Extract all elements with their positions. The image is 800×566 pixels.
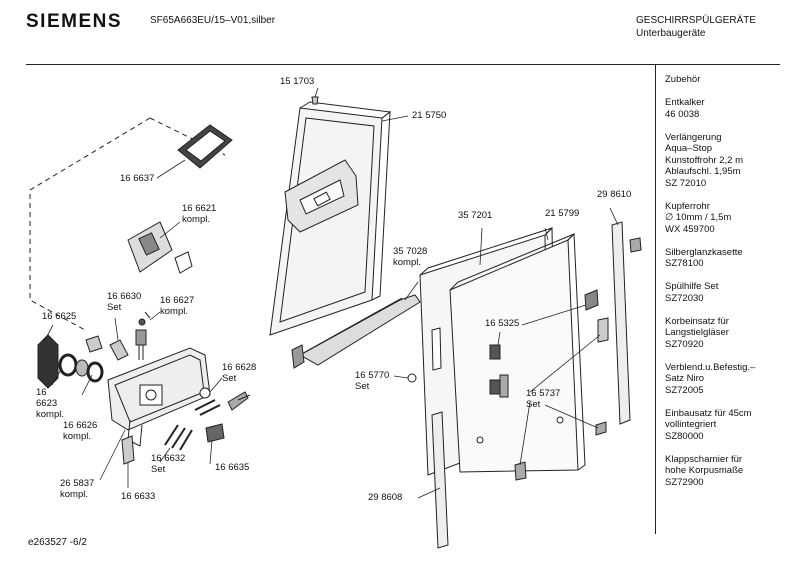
sidebar-divider	[655, 64, 656, 534]
part-label-357201: 35 7201	[458, 210, 493, 221]
part-label-166633: 16 6633	[121, 491, 156, 502]
part-label-165770: 16 5770 Set	[355, 370, 390, 392]
category-title: GESCHIRRSPÜLGERÄTE	[636, 15, 757, 26]
dispenser-cover	[127, 221, 193, 274]
part-label-166623: 16 6623 kompl.	[36, 387, 64, 420]
part-label-166632: 16 6632 Set	[151, 453, 186, 475]
dashed-assembly-outline	[29, 117, 226, 331]
part-label-215750: 21 5750	[412, 110, 447, 121]
part-label-166621: 16 6621 kompl.	[182, 203, 217, 225]
microswitch-part	[205, 423, 225, 443]
part-label-166630: 16 6630 Set	[107, 291, 142, 313]
small-parts-set	[109, 311, 151, 361]
part-label-166625: 16 6625	[42, 311, 77, 322]
part-label-166626: 16 6626 kompl.	[63, 420, 98, 442]
hinge-clip	[514, 461, 527, 481]
float-assembly	[37, 334, 104, 389]
sidebar-item-kupferrohr: Kupferrohr ∅ 10mm / 1,5m WX 459700	[665, 200, 732, 235]
gasket-frame	[177, 124, 233, 169]
screw-head	[407, 373, 417, 383]
side-trim-strip-left	[431, 411, 449, 549]
part-label-166637: 16 6637	[120, 173, 155, 184]
pin-set	[164, 424, 193, 451]
brand-logo: SIEMENS	[26, 11, 123, 32]
sidebar-item-verblend: Verblend.u.Befestig.– Satz Niro SZ72005	[665, 361, 756, 396]
sidebar-item-silberglanzkasette: Silberglanzkasette SZ78100	[665, 246, 743, 270]
accessories-sidebar: Zubehör Entkalker 46 0038 Verlängerung A…	[665, 74, 790, 500]
part-label-298610: 29 8610	[597, 189, 632, 200]
clip-part	[121, 435, 135, 465]
sidebar-item-klappscharnier: Klappscharnier für hohe Korpusmaße SZ729…	[665, 453, 744, 488]
part-label-166635: 16 6635	[215, 462, 250, 473]
part-label-151703: 15 1703	[280, 76, 315, 87]
sidebar-item-korbeinsatz: Korbeinsatz für Langstielgläser SZ70920	[665, 315, 729, 350]
part-label-357028: 35 7028 kompl.	[393, 246, 428, 268]
header-divider	[26, 64, 780, 65]
hinge-rail	[291, 294, 421, 369]
sidebar-item-spuelhilfe: Spülhilfe Set SZ72030	[665, 281, 719, 304]
part-label-298608: 29 8608	[368, 492, 403, 503]
sidebar-item-header: Zubehör	[665, 74, 701, 85]
part-label-165737: 16 5737 Set	[526, 388, 561, 410]
sidebar-item-einbausatz: Einbausatz für 45cm vollintegriert SZ800…	[665, 407, 752, 442]
lever-set	[194, 387, 251, 416]
part-label-265837: 26 5837 kompl.	[60, 478, 95, 500]
category-subtitle: Unterbaugeräte	[636, 28, 706, 39]
decor-panel	[449, 232, 599, 473]
part-label-166623-text: 16 6623 kompl.	[36, 387, 64, 420]
sidebar-item-verlaengerung: Verlängerung Aqua–Stop Kunstoffrohr 2,2 …	[665, 131, 743, 189]
part-label-165325: 16 5325	[485, 318, 520, 329]
model-number: SF65A663EU/15–V01,silber	[150, 15, 276, 26]
hinge-clip-2	[595, 421, 607, 436]
part-label-166627: 16 6627 kompl.	[160, 295, 195, 317]
screw-part	[311, 96, 319, 105]
part-label-166628: 16 6628 Set	[222, 362, 257, 384]
sidebar-item-entkalker: Entkalker 46 0038	[665, 97, 705, 120]
inner-door-panel	[269, 101, 392, 336]
part-label-215799: 21 5799	[545, 208, 580, 219]
drawing-code: e263527 -6/2	[28, 537, 87, 548]
side-trim-strip-right	[597, 221, 642, 425]
dispenser-body	[107, 347, 211, 447]
leader-lines	[44, 87, 619, 499]
